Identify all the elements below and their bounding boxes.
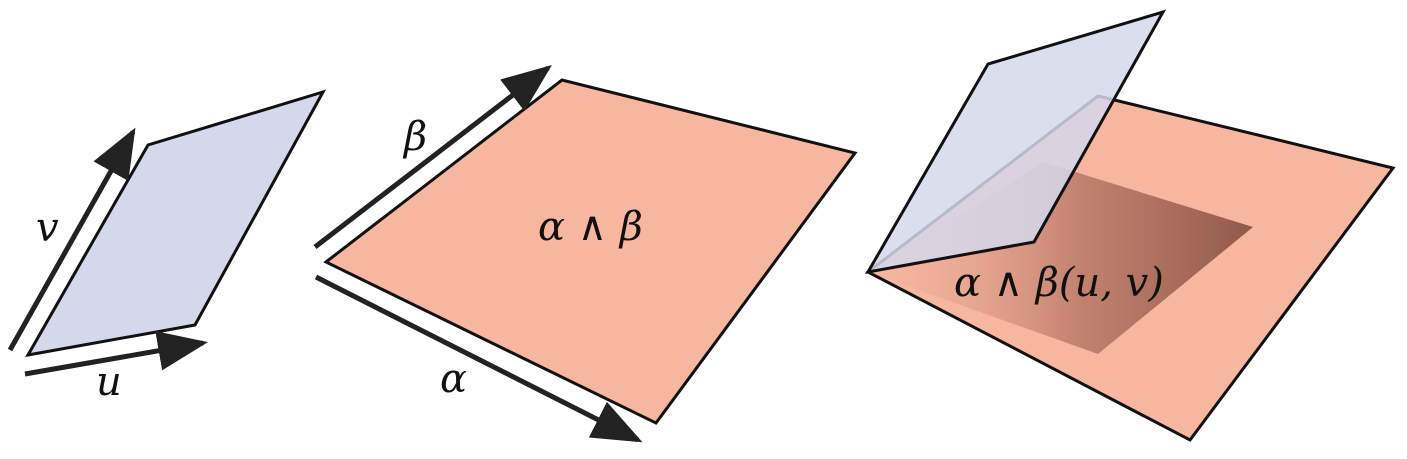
arrow-v [7,127,136,352]
projection-shadow [868,162,1253,354]
arrow-beta [313,64,552,249]
label-u: u [96,359,122,405]
label-wedge: α ∧ β [538,204,643,250]
label-alpha: α [440,356,467,402]
arrow-u [24,331,208,377]
label-v: v [36,205,59,251]
label-result: α ∧ β(u, v) [954,260,1164,306]
panel-uv: v u [7,89,327,405]
parallelogram-uv-raised [865,9,1167,275]
plane-alpha-beta [323,78,858,425]
panel-alpha-beta: β α α ∧ β [313,64,858,443]
panel-evaluation: α ∧ β(u, v) [865,9,1396,442]
parallelogram-uv [25,89,327,358]
arrow-alpha [314,274,643,443]
label-beta: β [402,114,427,160]
